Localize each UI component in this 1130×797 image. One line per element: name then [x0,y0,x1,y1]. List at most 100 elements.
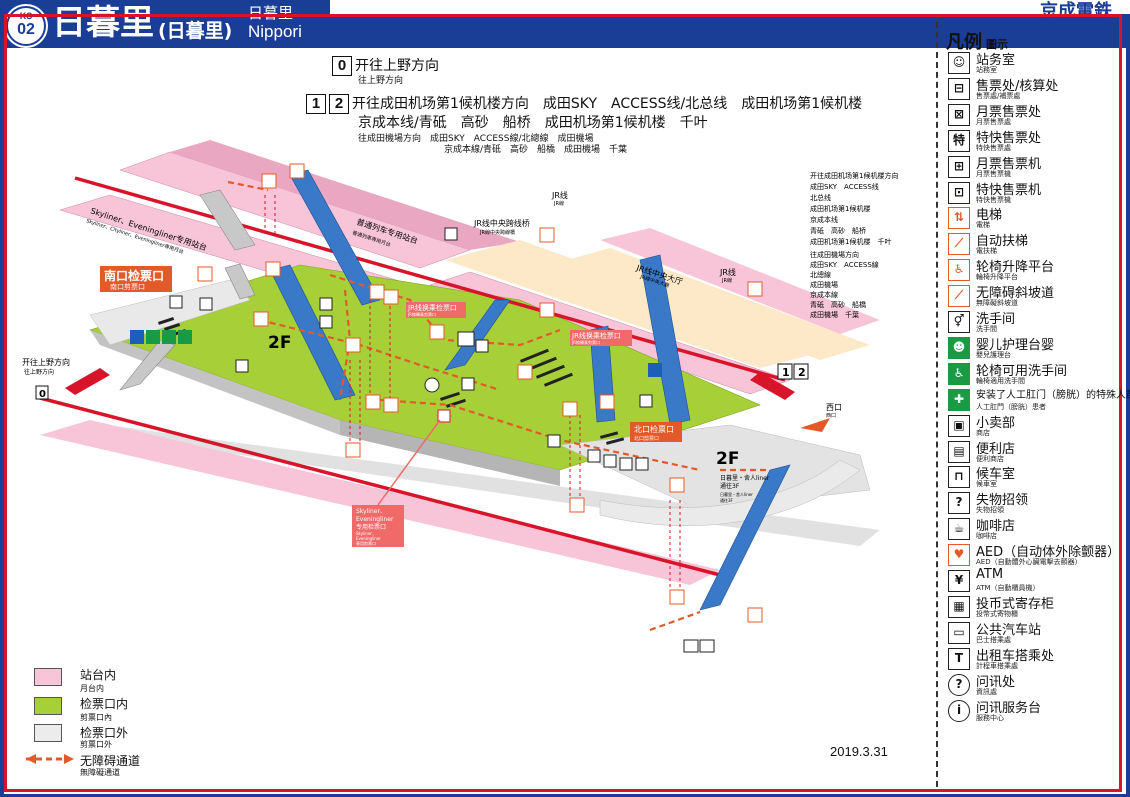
right-platform-number-2: 2 [798,366,806,379]
legend-item-sub: 洗手間 [976,325,997,333]
skyliner-gate-label-ja-1: Skyliner、 [356,531,376,536]
ticket-machine-icon: ⊟ [948,77,970,100]
platform-number-box: 2 [329,94,349,114]
right-text-line: 北总线 [810,193,831,202]
legend-inside-gate-sub: 剪票口內 [80,713,112,722]
station-name: 日暮里 [52,3,154,43]
direction-label-ja: 往上野方向 [358,76,404,86]
south-gate-callout [100,266,172,292]
right-text-line: 青砥 高砂 船桥 [810,226,866,235]
information-center-icon [424,377,440,393]
facility-markers [130,163,763,653]
toneri-sub-label-ja: 通往3F [720,497,734,503]
atm-icon: ¥ [948,570,970,592]
aed-icon [437,409,451,423]
aed-icon: ♥ [948,544,970,567]
legend-item-sub: 人工肛門（膀胱）患者 [976,402,1046,411]
limited-express-machine-icon: ⊡ [948,181,970,204]
station-name-sub: 日暮里 [248,4,294,22]
kiosk-icon [319,297,333,311]
skyliner-gate-label-ja-2: Eveningliner [356,536,381,541]
jr-transfer-gate-b-callout [570,330,632,346]
convenience-store-icon: ▤ [948,440,970,463]
elevator-icon [383,289,399,305]
ticket-machine-icon [475,339,489,353]
platform-number-box: 0 [332,56,352,76]
legend-outside-gate-label: 检票口外 [80,726,129,740]
skyliner-gate-label-ja-3: 専用剪票口 [356,540,376,546]
legend-item-label: 轮椅升降平台 [976,260,1055,276]
slope-icon: ⟋ [948,285,970,308]
wheelchair-lift-icon: ♿ [948,259,970,282]
legend-separator [936,22,938,787]
left-platform-number: 0 [39,389,46,400]
direction-label: 开往上野方向 [355,58,439,74]
right-text-line: 京成本线 [810,215,838,224]
stairs [199,189,256,251]
legend-item-label: 电梯 [976,208,1003,224]
legend-accessible-sub: 無障礙通道 [80,768,120,777]
right-text-line: 成田SKY ACCESS線 [810,260,879,269]
kiosk-icon [635,457,649,471]
legend-platform-label: 站台内 [80,668,117,682]
legend-item-label: 失物招领 [976,493,1029,509]
ticket-machine-icon [603,454,617,468]
legend-item-sub: 商店 [976,428,990,437]
north-gate-label-ja: 北口剪票口 [634,435,659,442]
frame-border-right [1126,14,1130,797]
jr-line-label-2: JR线 [719,267,736,277]
toneri-label: 日暮里・舍人liner [720,474,770,482]
skyliner-gate-pointer [377,419,441,506]
accessible-toilet-icon [162,330,176,344]
toneri-label-ja: 日暮里・舍人liner [720,491,753,497]
header-white-strip [330,0,1130,14]
restroom-icon: ⚥ [948,311,970,333]
swatch-outside-gate [34,724,62,742]
taxi-icon: T [948,647,970,670]
direction-label-ja-line2: 京成本線/青砥 高砂 船橋 成田機場 千葉 [444,145,628,155]
ticket-machine-icon [547,434,561,448]
jr-transfer-gate-b-label-ja: JR線轉乘剪票口 [571,339,600,345]
legend-item-sub: 站務室 [976,66,997,74]
legend-item-sub: ATM（自動櫃員機） [976,584,1040,592]
legend-inside-gate-label: 检票口内 [80,697,129,711]
elevator-icon [569,497,585,513]
jr-line-label-2-ja: JR線 [721,277,732,284]
frame-border-left [0,48,4,797]
legend-item-sub: 月票售票處 [976,117,1011,126]
skyliner-gate-label-3: 专用检票口 [356,523,386,531]
right-text-line: 青砥 高砂 船橋 [810,300,866,309]
cafe-icon [235,359,249,373]
elevator-icon [383,397,399,413]
jr-bridge-label-ja: JR線中央跨線橋 [479,229,515,236]
elevator-icon [345,337,361,353]
stairs [119,339,176,391]
right-direction-text: 开往成田机场第1候机楼方向 成田SKY ACCESS线 北总线 成田机场第1候机… [810,171,898,319]
escalator-icon [699,464,791,611]
direction-label-ja-line1: 往成田機場方向 成田SKY ACCESS線/北總線 成田機場 [358,134,594,144]
escalator-icon [747,281,763,297]
jr-concourse [445,240,830,368]
station-office-icon [169,295,183,309]
elevator-icon [265,261,281,277]
west-exit-arrow [800,418,830,432]
right-platform-number-1: 1 [782,366,790,379]
information-icon: ? [948,673,970,696]
coin-locker-icon [639,394,653,408]
legend-item-label: 站务室 [976,53,1016,68]
floor-label-left: 2F [268,333,291,353]
baby-care-icon [146,330,160,344]
elevator-shafts [264,195,681,590]
jr-line-label: JR线 [551,190,568,200]
legend-title-sub: 圖示 [986,38,1008,51]
legend-item-label: 月票售票机 [976,156,1042,172]
legend-item-sub: 計程車搭乘處 [976,661,1018,670]
ticket-machine-icon [199,297,213,311]
waiting-room-icon: ⊓ [948,466,970,489]
legend-item-sub: 無障礙斜坡道 [976,299,1018,308]
legend-title: 凡例圖示 [946,28,1008,54]
elevator-icon [562,401,578,417]
direction-label-line1: 开往成田机场第1候机楼方向 成田SKY ACCESS线/北总线 成田机场第1候机… [352,96,863,112]
